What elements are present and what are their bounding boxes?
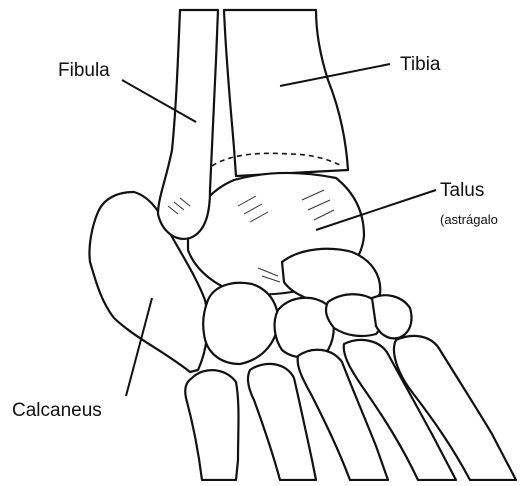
talus-label: Talus [440,180,484,202]
tibia-label: Tibia [400,54,440,76]
cuneiform-1 [275,298,334,358]
calcaneus-label: Calcaneus [12,400,102,422]
cuboid-bone [203,283,278,364]
fibula-label: Fibula [58,60,110,82]
talus-alt-label: (astrágalo [440,212,498,227]
tibia-bone [224,10,348,176]
metatarsal-5 [185,370,238,480]
